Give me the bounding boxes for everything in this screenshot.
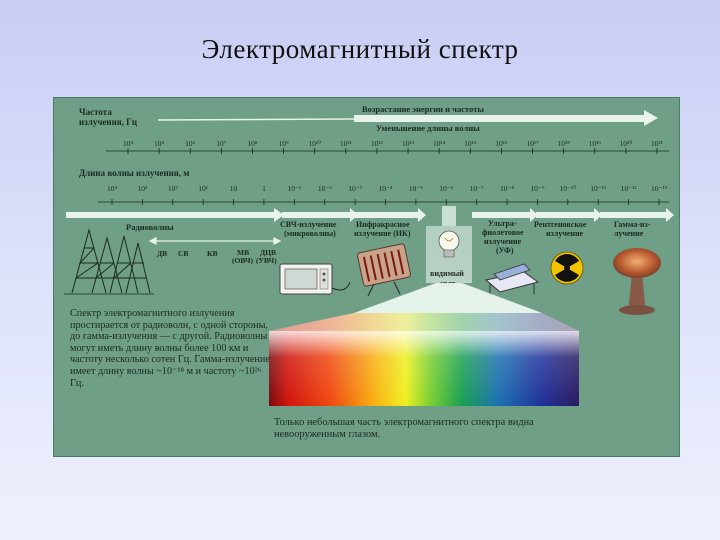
spectrum-diagram: Частота излучения, Гц Возрастание энерги… [64, 104, 674, 406]
freq-tick-label: 10¹⁰ [308, 139, 321, 148]
subband-dtsv: ДЦВ [260, 248, 276, 257]
subband-dv: ДВ [157, 249, 167, 258]
wave-tick-label: 10³ [138, 184, 149, 193]
energy-arrow-tail [157, 118, 355, 121]
band-gamma-label: Гамма-из- [614, 220, 651, 229]
freq-tick-label: 10¹⁹ [589, 139, 602, 148]
band-infrared-label-2: излучение (ИК) [354, 229, 411, 238]
wave-axis-label: Длина волны излучения, м [79, 168, 189, 178]
light-bulb-icon [438, 230, 460, 258]
spectrum-panel: Частота излучения, Гц Возрастание энерги… [54, 98, 679, 456]
radio-subband-arrows [148, 237, 282, 245]
freq-tick-label: 10⁹ [279, 139, 290, 148]
radio-tower-icon [64, 228, 154, 295]
wave-tick-label: 10 [230, 184, 238, 193]
freq-tick-label: 10⁸ [247, 139, 258, 148]
visible-note-text: Только небольшая часть электромагнитного… [274, 417, 534, 440]
wave-tick-label: 10⁻³ [348, 184, 362, 193]
freq-tick-label: 10²¹ [651, 139, 663, 148]
band-uv-label-3: излучение [484, 237, 522, 246]
spectrum-fan-tint [269, 313, 579, 331]
wave-tick-label: 10⁴ [107, 184, 118, 193]
subband-sv: СВ [178, 249, 188, 258]
microwave-band-arrow [282, 208, 358, 222]
band-infrared-label: Инфракрасное [356, 220, 410, 229]
freq-tick-label: 10¹⁴ [433, 139, 446, 148]
heater-icon [357, 243, 411, 297]
wave-tick-label: 10⁻¹³ [651, 184, 668, 193]
freq-tick-label: 10⁶ [185, 139, 196, 148]
freq-tick-label: 10¹⁷ [526, 139, 539, 148]
energy-arrow [354, 110, 658, 126]
band-microwave-label-2: (микроволны) [284, 229, 336, 238]
freq-ticks: 10⁴ 10⁵ 10⁶ 10⁷ 10⁸ 10⁹ 10¹⁰ 10¹¹ 10¹² 10¹³ 10¹⁴ 10… [123, 139, 663, 154]
freq-tick-label: 10¹⁵ [464, 139, 477, 148]
freq-tick-label: 10²⁰ [619, 139, 632, 148]
description-text: Спектр электромагнитного излучения прост… [70, 308, 270, 389]
xray-band-arrow [536, 208, 602, 222]
spectrum-fan [354, 283, 542, 313]
mushroom-cloud-icon [613, 248, 661, 315]
uv-lamp-icon [484, 263, 540, 296]
subband-mv: МВ [237, 248, 249, 257]
band-xray-label: Рентгеновское [534, 220, 587, 229]
band-visible-label: видимый [430, 269, 464, 278]
slide-title: Электромагнитный спектр [201, 34, 519, 64]
energy-arrow-label: Возрастание энергии и частоты [362, 104, 484, 114]
subband-kv: КВ [207, 249, 217, 258]
wave-tick-label: 10⁻¹⁰ [559, 184, 576, 193]
infrared-band-arrow [354, 208, 426, 222]
radiation-icon [550, 251, 584, 285]
freq-tick-label: 10¹³ [402, 139, 415, 148]
band-gamma-label-2: лучение [614, 229, 644, 238]
wave-tick-label: 10⁻⁶ [439, 184, 453, 193]
freq-axis-label-2: излучения, Гц [79, 117, 138, 127]
band-microwave-label: СВЧ-излучение [280, 220, 337, 229]
wave-tick-label: 10² [168, 184, 179, 193]
wavelength-arrow-label: Уменьшение длины волны [376, 123, 480, 133]
freq-axis-label: Частота [79, 107, 112, 117]
wave-tick-label: 10¹ [198, 184, 208, 193]
wave-tick-label: 1 [262, 184, 266, 193]
wave-tick-label: 10⁻⁹ [530, 184, 544, 193]
freq-tick-label: 10⁵ [154, 139, 165, 148]
visible-beam-top [442, 206, 456, 226]
band-uv-label: Ультра- [488, 219, 517, 228]
band-radio-label: Радиоволны [126, 222, 174, 232]
microwave-oven-icon [279, 263, 351, 295]
wave-tick-label: 10⁻¹² [621, 184, 638, 193]
freq-tick-label: 10¹⁶ [495, 139, 508, 148]
freq-tick-label: 10¹¹ [340, 139, 352, 148]
visible-spectrum-glow [269, 331, 579, 406]
band-xray-label-2: излучение [546, 229, 584, 238]
freq-tick-label: 10¹⁸ [557, 139, 570, 148]
gamma-band-arrow [600, 208, 674, 222]
wave-tick-label: 10⁻¹ [287, 184, 301, 193]
radio-band-arrow [66, 208, 284, 222]
freq-tick-label: 10¹² [371, 139, 384, 148]
wave-tick-label: 10⁻² [318, 184, 332, 193]
wave-tick-label: 10⁻¹¹ [590, 184, 606, 193]
subband-mv-2: (ОВЧ) [232, 256, 253, 265]
uv-band-arrow [472, 208, 538, 222]
wave-tick-label: 10⁻⁵ [409, 184, 423, 193]
band-uv-label-4: (УФ) [496, 246, 514, 255]
freq-tick-label: 10⁷ [216, 139, 227, 148]
subband-dtsv-2: (УВЧ) [256, 256, 277, 265]
freq-tick-label: 10⁴ [123, 139, 134, 148]
wave-tick-label: 10⁻⁴ [378, 184, 392, 193]
wave-ticks: 10⁴ 10³ 10² 10¹ 10 1 10⁻¹ 10⁻² 10⁻³ 10⁻⁴ 10⁻⁵ 10⁻⁶ 1… [107, 184, 668, 205]
wave-tick-label: 10⁻⁷ [470, 184, 484, 193]
band-uv-label-2: фиолетовое [482, 228, 524, 237]
wave-tick-label: 10⁻⁸ [500, 184, 514, 193]
